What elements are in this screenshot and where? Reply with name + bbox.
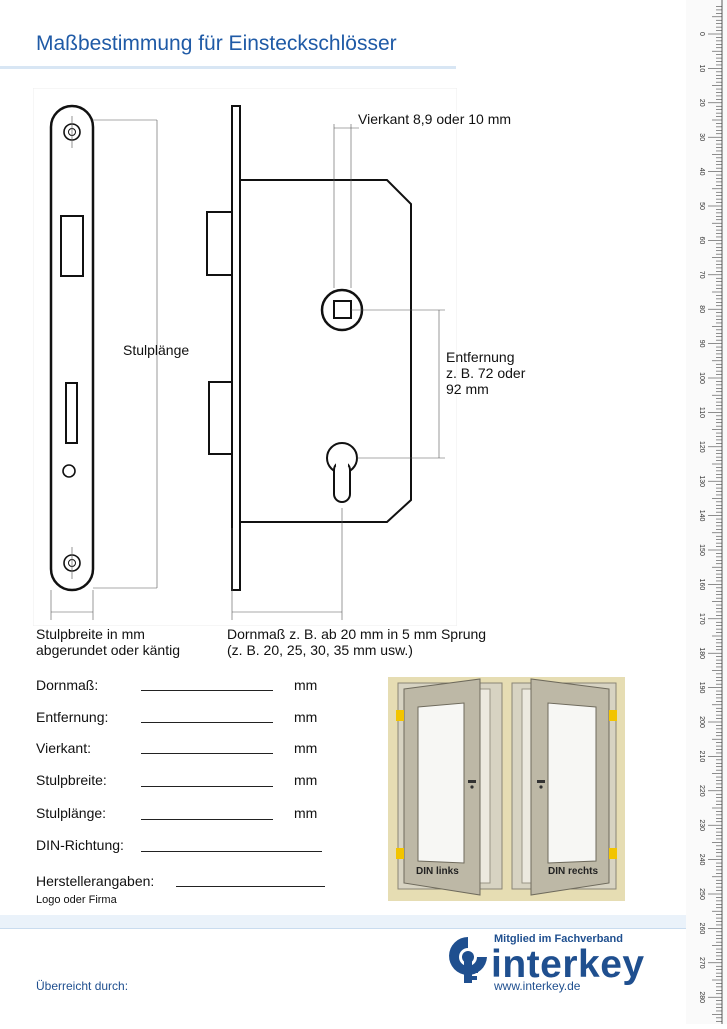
- form-label-dornmass: Dornmaß:: [36, 677, 99, 693]
- ruler-label: 130: [698, 475, 705, 487]
- footer-band: [0, 915, 695, 928]
- unit-stulpbreite: mm: [294, 772, 318, 788]
- form-label-entfernung: Entfernung:: [36, 709, 109, 725]
- dornmass-field[interactable]: [141, 690, 273, 691]
- ruler-label: 0: [698, 32, 705, 36]
- unit-vierkant: mm: [294, 740, 318, 756]
- ruler-label: 230: [698, 819, 705, 831]
- ruler-label: 120: [698, 441, 705, 453]
- hersteller-field[interactable]: [176, 886, 325, 887]
- ruler-label: 190: [698, 682, 705, 694]
- interkey-logo-icon: [449, 937, 487, 983]
- form-label-hersteller: Herstellerangaben:: [36, 873, 155, 889]
- ruler-label: 110: [698, 407, 705, 418]
- title-underline: [0, 66, 456, 69]
- vierkant-label: Vierkant 8,9 oder 10 mm: [358, 111, 512, 127]
- unit-dornmass: mm: [294, 677, 318, 693]
- form-label-stulpbreite: Stulpbreite:: [36, 772, 107, 788]
- unit-stulplaenge: mm: [294, 805, 318, 821]
- ruler: 0 10 20 30 40 50 60 70 80 90 100 110 120 130 140 150 160…: [686, 0, 727, 1024]
- logo-hint: Logo oder Firma: [36, 894, 117, 906]
- din-links-label: DIN links: [416, 866, 459, 877]
- page-title: Maßbestimmung für Einsteckschlösser: [36, 32, 397, 55]
- stulpbreite-label: Stulpbreite in mm abgerundet oder käntig: [36, 626, 180, 658]
- ruler-label: 220: [698, 785, 705, 797]
- din-rechts-label: DIN rechts: [548, 866, 599, 877]
- brand-name: interkey: [491, 943, 645, 986]
- ruler-label: 210: [698, 751, 705, 763]
- ruler-label: 90: [698, 340, 705, 348]
- ruler-label: 240: [698, 854, 705, 866]
- dornmass-label: Dornmaß z. B. ab 20 mm in 5 mm Sprung (z…: [227, 626, 487, 658]
- faceplate: [49, 104, 95, 592]
- lock-drawing: [33, 88, 457, 626]
- vierkant-field[interactable]: [141, 753, 273, 754]
- ruler-label: 280: [698, 991, 705, 1003]
- doors-svg: [396, 678, 617, 896]
- form-label-stulplaenge: Stulplänge:: [36, 805, 107, 821]
- ruler-label: 80: [698, 305, 705, 313]
- ruler-label: 170: [698, 613, 705, 625]
- ruler-label: 250: [698, 888, 705, 900]
- entfernung-label: Entfernung z. B. 72 oder 92 mm: [446, 349, 526, 397]
- stulplaenge-label: Stulplänge: [123, 342, 190, 358]
- ruler-label: 200: [698, 716, 705, 728]
- ruler-label: 10: [698, 65, 705, 73]
- ruler-label: 160: [698, 579, 705, 591]
- entfernung-field[interactable]: [141, 722, 273, 723]
- form-label-din: DIN-Richtung:: [36, 837, 124, 853]
- din-field[interactable]: [141, 851, 322, 852]
- member-text: Mitglied im Fachverband: [494, 933, 623, 945]
- ruler-label: 270: [698, 957, 705, 969]
- ueberreicht-label: Überreicht durch:: [36, 979, 129, 993]
- ruler-label: 100: [698, 372, 705, 384]
- ruler-label: 60: [698, 237, 705, 245]
- ruler-svg: 0 10 20 30 40 50 60 70 80 90 100 110 120 130 140 150 160…: [698, 0, 723, 1024]
- ruler-label: 140: [698, 510, 705, 522]
- stulpbreite-field[interactable]: [141, 786, 273, 787]
- ruler-label: 50: [698, 202, 705, 210]
- footer-band-line: [0, 928, 695, 929]
- din-doors-illustration: DIN links DIN rechts: [388, 677, 625, 901]
- ruler-label: 20: [698, 99, 705, 107]
- ruler-label: 40: [698, 168, 705, 176]
- ruler-label: 30: [698, 133, 705, 141]
- stulplaenge-field[interactable]: [141, 819, 273, 820]
- website-link[interactable]: www.interkey.de: [494, 979, 581, 993]
- ruler-label: 260: [698, 923, 705, 935]
- ruler-label: 70: [698, 271, 705, 279]
- unit-entfernung: mm: [294, 709, 318, 725]
- ruler-label: 150: [698, 544, 705, 556]
- ruler-label: 180: [698, 647, 705, 659]
- form-label-vierkant: Vierkant:: [36, 740, 91, 756]
